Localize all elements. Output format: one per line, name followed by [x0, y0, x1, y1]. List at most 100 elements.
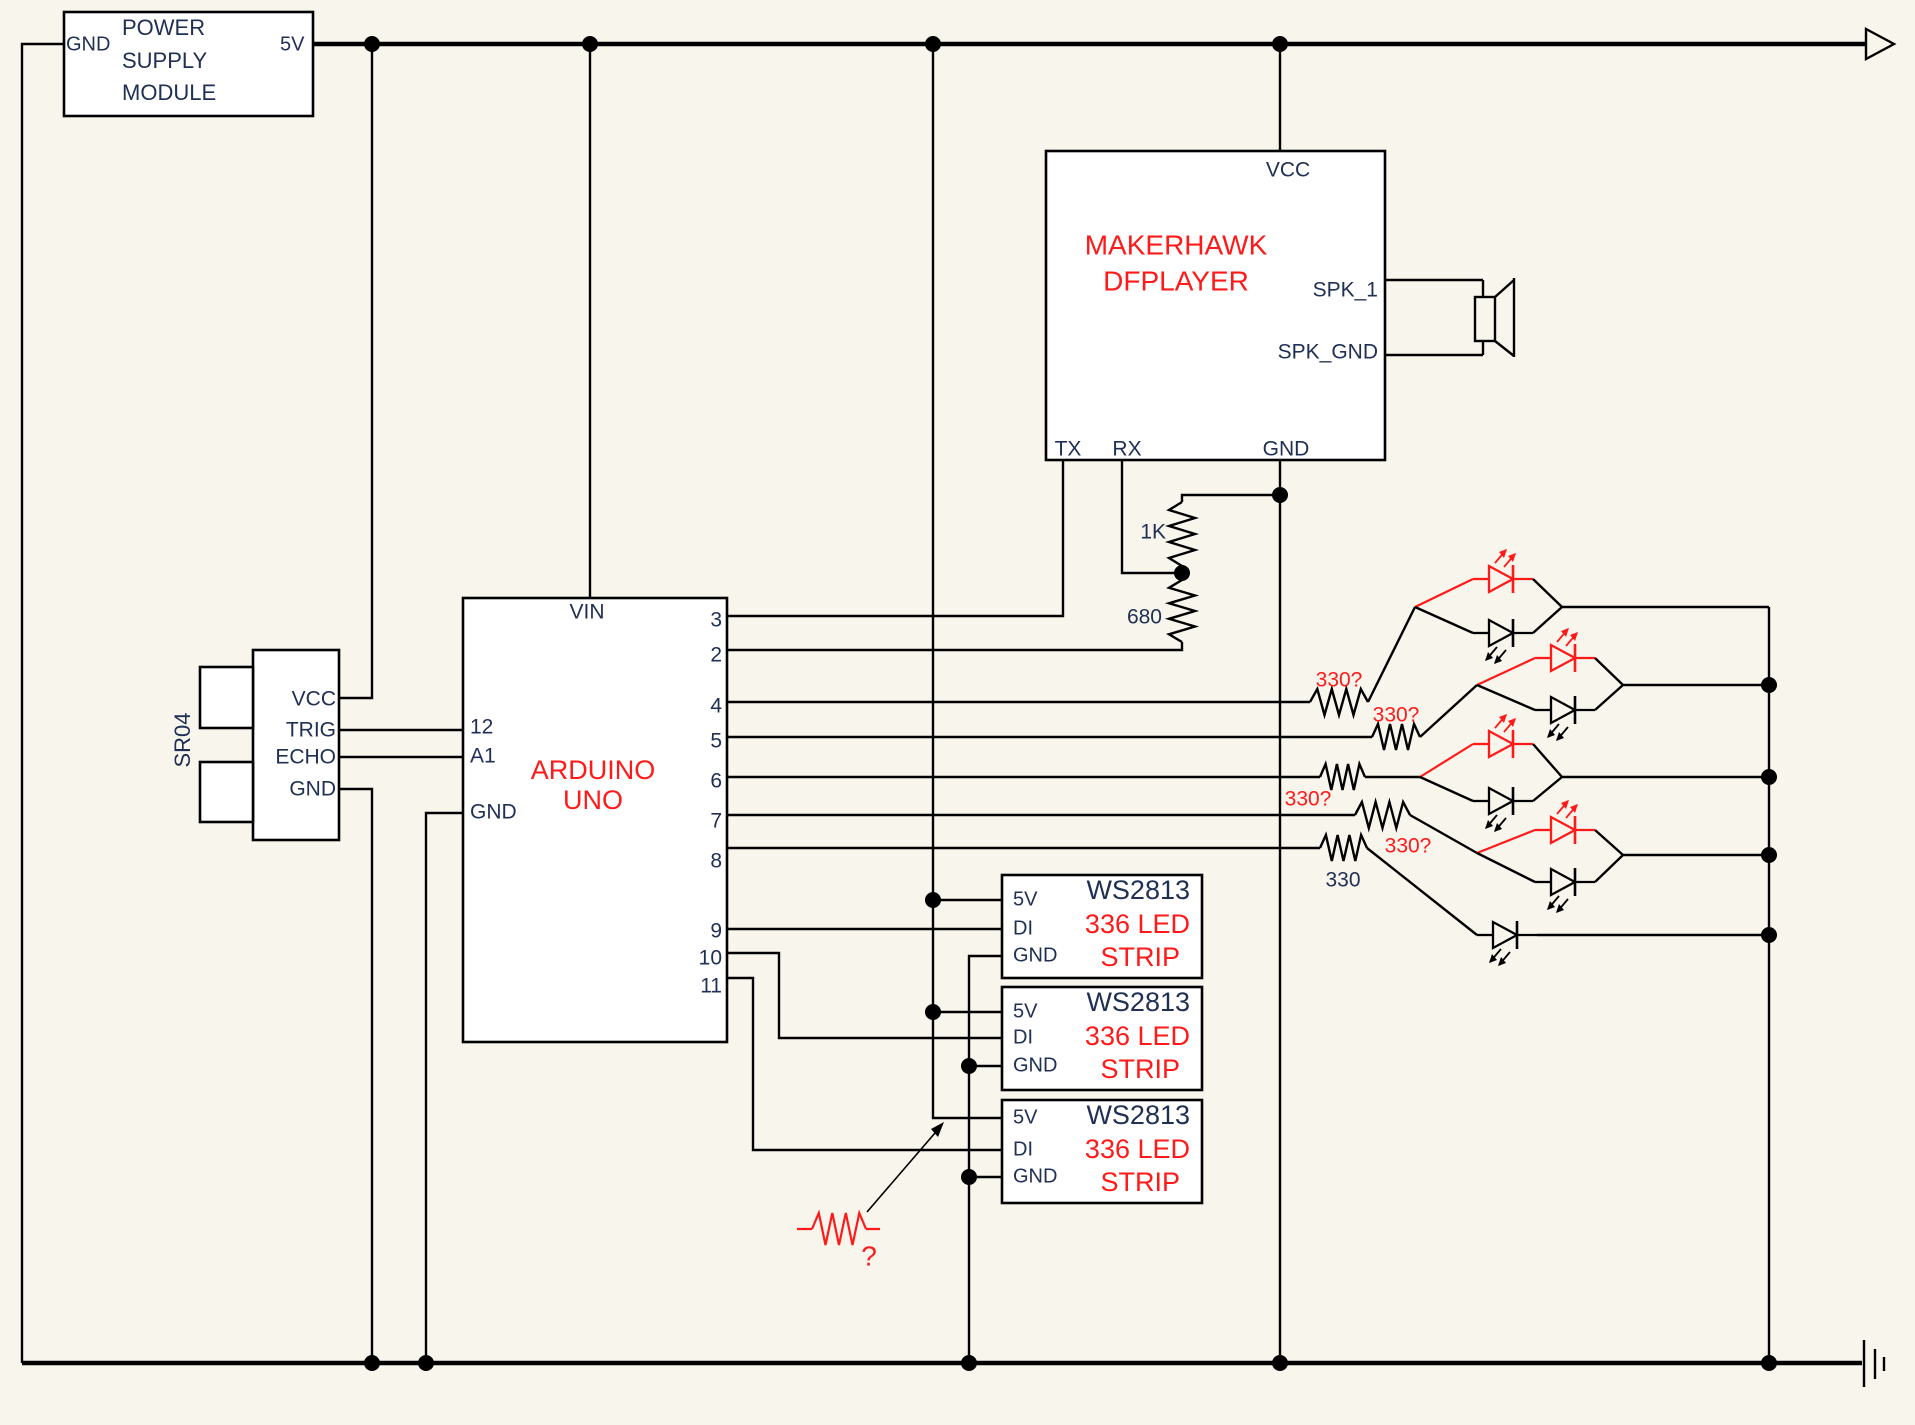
strip2-line3: STRIP — [1100, 1054, 1180, 1084]
red-led-2 — [1533, 642, 1597, 674]
arduino-title-line1: ARDUINO — [531, 755, 656, 785]
led-strip-1: 5V DI GND WS2813 336 LED STRIP — [1000, 873, 1204, 980]
arduino-gnd-wire — [424, 811, 463, 1363]
strip3-di-pin-label: DI — [1013, 1138, 1033, 1160]
resistor-ch1-label: 330? — [1316, 669, 1363, 692]
led-2-emission-icon — [1546, 723, 1569, 742]
dfplayer-module: VCC MAKERHAWK DFPLAYER SPK_1 SPK_GND TX … — [1044, 149, 1387, 462]
led-1 — [1471, 617, 1535, 649]
strip3-5v-pin-label: 5V — [1013, 1106, 1038, 1128]
arduino-title-line2: UNO — [563, 785, 623, 815]
strip2-5v-pin-label: 5V — [1013, 1000, 1038, 1022]
red-led-2-emission-icon — [1556, 627, 1579, 647]
strip1-di-pin-label: DI — [1013, 917, 1033, 939]
led-strip-3-box — [1000, 1098, 1204, 1205]
power-supply-title-line2: SUPPLY — [122, 48, 208, 73]
strip3-gnd-pin-label: GND — [1013, 1165, 1057, 1187]
sr04-vcc-pin-label: VCC — [292, 688, 336, 711]
sr04-box — [251, 648, 341, 842]
arduino-box — [461, 596, 729, 1044]
dfplayer-title-line2: DFPLAYER — [1103, 265, 1249, 296]
dfplayer-rx-pin-label: RX — [1112, 438, 1141, 461]
unknown-resistor-annotation: ? — [797, 1122, 944, 1271]
strip3-line2: 336 LED — [1085, 1134, 1190, 1164]
arduino-uno: VIN ARDUINO UNO 3 2 4 5 6 7 8 9 10 11 12… — [461, 596, 729, 1044]
power-rails — [20, 26, 1897, 1387]
arduino-pin4-label: 4 — [710, 695, 722, 718]
power-supply-module: GND POWER SUPPLY MODULE 5V — [62, 10, 315, 118]
dfplayer-gnd-pin-label: GND — [1263, 438, 1310, 461]
earth-ground-icon — [1862, 1340, 1886, 1387]
led-strip-3: 5V DI GND WS2813 336 LED STRIP — [1000, 1098, 1204, 1205]
arduino-pin8-label: 8 — [710, 850, 722, 873]
pin11-wire — [727, 976, 1002, 1152]
resistor-ch3-label: 330? — [1285, 788, 1332, 811]
strip2-line2: 336 LED — [1085, 1021, 1190, 1051]
strip2-di-pin-label: DI — [1013, 1026, 1033, 1048]
dfplayer-title-line1: MAKERHAWK — [1085, 229, 1268, 260]
led-5 — [1475, 919, 1539, 951]
resistor-ch1 — [1308, 684, 1370, 720]
resistor-680 — [1164, 578, 1200, 644]
dfplayer-tx-pin-label: TX — [1055, 438, 1082, 461]
sr04-echo-pin-label: ECHO — [275, 746, 336, 769]
red-led-1 — [1471, 563, 1535, 595]
arduino-pin7-label: 7 — [710, 810, 722, 833]
arduino-pin10-label: 10 — [699, 947, 722, 970]
strip3-title: WS2813 — [1086, 1100, 1190, 1130]
sr04-gnd-pin-label: GND — [289, 778, 336, 801]
red-led-4 — [1533, 814, 1597, 846]
arduino-pin3-label: 3 — [710, 609, 722, 632]
strip1-line3: STRIP — [1100, 942, 1180, 972]
resistor-ch2-label: 330? — [1373, 704, 1420, 727]
arduino-gnd-pin-label: GND — [470, 801, 517, 824]
power-supply-box — [62, 10, 315, 118]
led-strip-2: 5V DI GND WS2813 336 LED STRIP — [1000, 985, 1204, 1092]
resistor-unknown — [810, 1209, 868, 1246]
dfplayer-vcc-pin-label: VCC — [1266, 159, 1310, 182]
sr04-transducer-top — [198, 665, 255, 730]
strip2-gnd-pin-label: GND — [1013, 1054, 1057, 1076]
arduino-pin11-label: 11 — [700, 975, 722, 998]
dfplayer-rx-wire — [1120, 460, 1182, 575]
power-supply-gnd-pin-label: GND — [66, 33, 110, 55]
sr04-gnd-wire — [339, 787, 374, 1363]
arduino-pin6-label: 6 — [710, 770, 722, 793]
resistor-680-label: 680 — [1127, 606, 1162, 629]
annotation-arrow-line — [866, 1125, 942, 1213]
sr04-transducer-bottom — [198, 760, 255, 824]
arduino-pin5-label: 5 — [710, 730, 722, 753]
pin10-wire — [727, 951, 1002, 1040]
led-4 — [1533, 866, 1597, 898]
dfplayer-box — [1044, 149, 1387, 462]
led-4-emission-icon — [1546, 895, 1569, 914]
r1k-top-lead-wire — [1180, 493, 1280, 502]
resistor-ch4-label: 330? — [1385, 835, 1432, 858]
red-led-4-emission-icon — [1556, 799, 1579, 819]
arduino-vin-pin-label: VIN — [569, 601, 604, 624]
led-strip-1-box — [1000, 873, 1204, 980]
sr04-trig-pin-label: TRIG — [286, 719, 336, 742]
resistor-ch5 — [1318, 831, 1369, 862]
arduino-pin9-label: 9 — [710, 920, 722, 943]
power-supply-title-line3: MODULE — [122, 80, 216, 105]
resistor-ch4 — [1353, 797, 1412, 833]
strip-5v-riser-wire — [931, 44, 1002, 1120]
rail-continuation-arrow-icon — [1864, 26, 1897, 62]
power-supply-title-line1: POWER — [122, 15, 205, 40]
sr04-vcc-riser-wire — [339, 44, 374, 700]
power-supply-5v-pin-label: 5V — [280, 33, 305, 55]
strips-gnd-bus-wire — [967, 954, 1002, 1363]
led-1-emission-icon — [1484, 646, 1507, 665]
strip1-title: WS2813 — [1086, 875, 1190, 905]
gnd-left-riser-wire — [20, 42, 64, 1363]
r680-to-pin2-wire — [727, 642, 1184, 652]
strip1-gnd-pin-label: GND — [1013, 944, 1057, 966]
red-led-1-emission-icon — [1494, 548, 1517, 568]
resistor-unknown-label: ? — [861, 1240, 877, 1271]
resistor-ch2 — [1370, 720, 1422, 751]
dfplayer-spkgnd-pin-label: SPK_GND — [1278, 341, 1378, 364]
strip1-5v-pin-label: 5V — [1013, 888, 1038, 910]
strip1-line2: 336 LED — [1085, 909, 1190, 939]
